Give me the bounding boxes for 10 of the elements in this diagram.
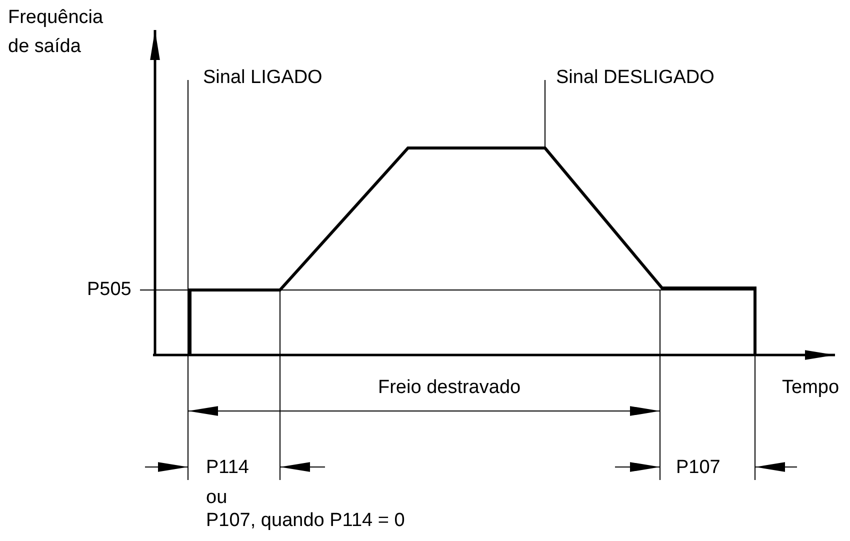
signal-label: Sinal DESLIGADO [556,66,714,90]
note-text: ou [206,486,228,510]
axis-label: Tempo [782,376,840,400]
note-text: P107, quando P114 = 0 [206,509,405,533]
dimension-label: Freio destravado [378,376,521,400]
dimension-label: P114 [206,456,249,480]
axis-label: Frequência de saída [8,6,104,59]
dimension-label: P107 [676,456,720,480]
signal-label: Sinal LIGADO [203,66,322,90]
level-label: P505 [87,278,132,302]
